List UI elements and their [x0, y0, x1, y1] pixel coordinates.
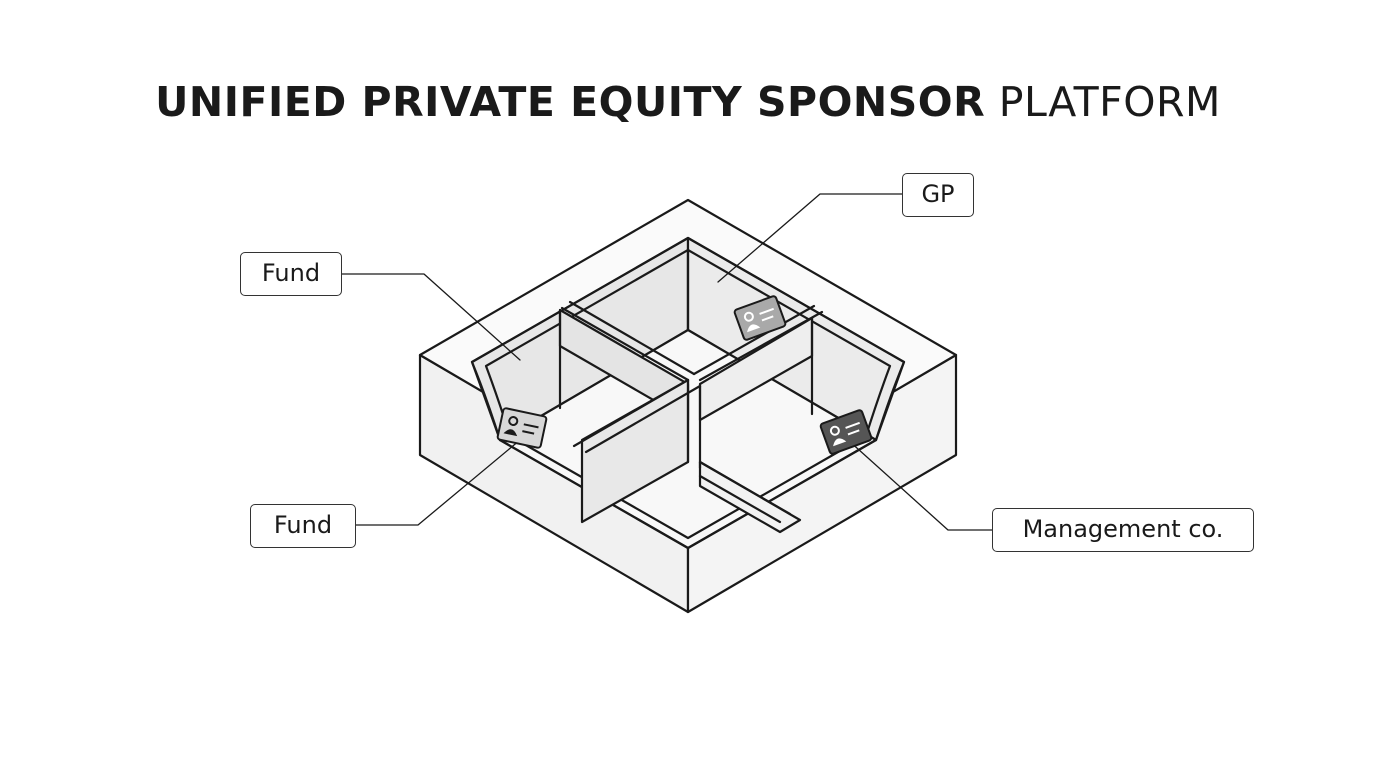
tray-inner-rim — [484, 248, 892, 540]
compartment-dividers — [558, 300, 824, 534]
divider-ridge-e — [572, 378, 690, 448]
connector-gp — [717, 193, 903, 283]
label-fund-top: Fund — [240, 252, 342, 296]
id-card-icon — [819, 409, 873, 455]
divider-ridge-g — [698, 460, 792, 516]
label-fund-bottom: Fund — [250, 504, 356, 548]
divider-ridge-f — [584, 384, 702, 454]
connector-fund-bottom — [355, 439, 521, 526]
divider-ridge-b — [568, 300, 696, 376]
connector-fund-top — [341, 273, 521, 361]
tray-rim-outline — [470, 236, 906, 550]
divider-ridge-c — [692, 304, 816, 376]
label-gp: GP — [902, 173, 974, 217]
connector-management — [847, 439, 993, 531]
id-card-icon — [733, 295, 787, 341]
page-title: UNIFIED PRIVATE EQUITY SPONSOR PLATFORM — [0, 76, 1376, 128]
divider-ridge-h — [698, 474, 782, 524]
id-card-icon — [496, 407, 548, 449]
divider-ridge-d — [698, 310, 824, 382]
label-management: Management co. — [992, 508, 1254, 552]
title-light-part: PLATFORM — [998, 78, 1221, 126]
title-bold-part: UNIFIED PRIVATE EQUITY SPONSOR — [155, 78, 986, 126]
divider-ridge-a — [560, 306, 690, 382]
connector-lines — [341, 193, 993, 531]
